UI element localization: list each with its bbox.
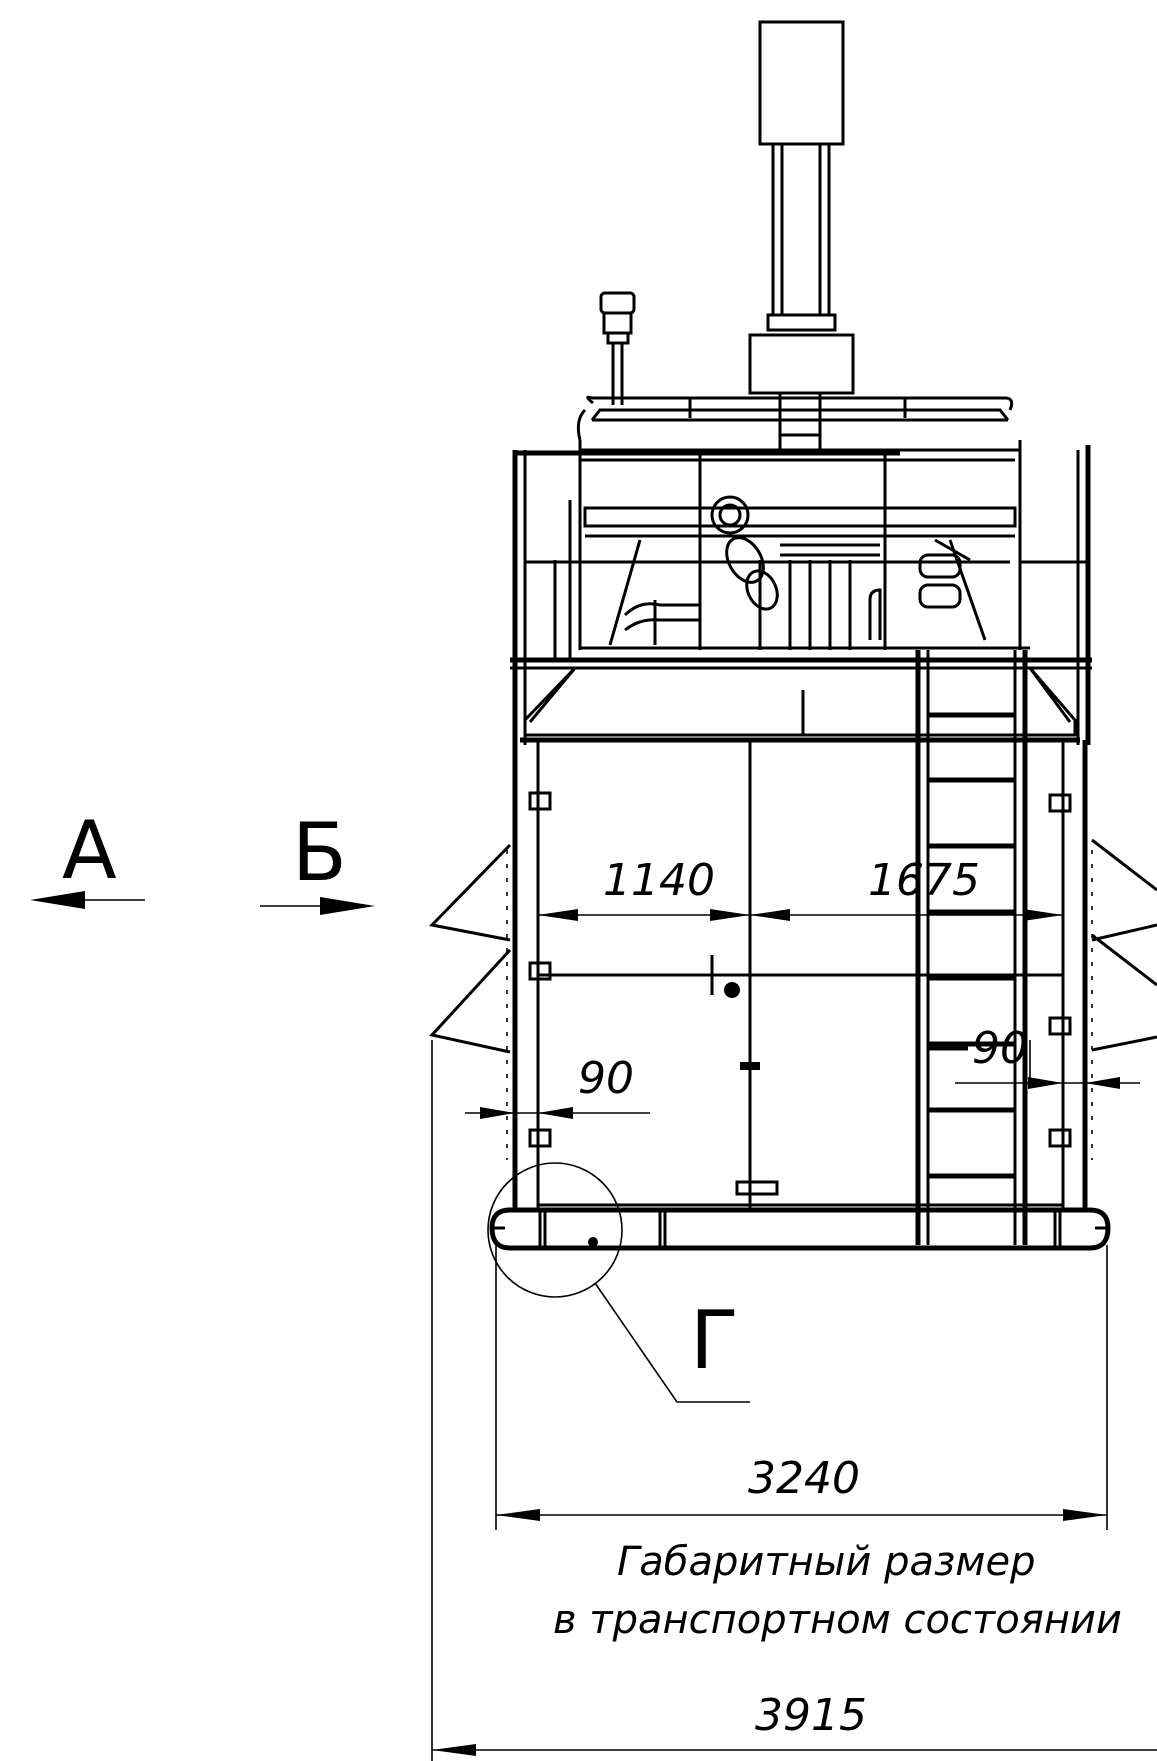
beacon-mast <box>599 291 636 405</box>
roof-canopy <box>520 666 1080 743</box>
dim-90-right: 90 <box>972 1023 1028 1074</box>
container-body <box>506 740 1093 1210</box>
view-arrow-b: Б <box>260 806 375 915</box>
guard-rail <box>510 445 1092 745</box>
detail-label-g: Г <box>690 1294 739 1387</box>
dimension-90-left: 90 <box>465 1053 650 1119</box>
view-label-a: А <box>62 804 117 897</box>
exhaust-stack <box>748 20 855 437</box>
ladder <box>915 650 1028 1245</box>
dimension-3240: 3240 <box>495 1245 1108 1530</box>
view-label-b: Б <box>292 806 347 899</box>
view-arrow-a: А <box>30 804 145 909</box>
dimension-1140-1675: 1140 1675 <box>538 855 1063 921</box>
dim-3240: 3240 <box>748 1453 860 1504</box>
dim-3915: 3915 <box>755 1690 867 1741</box>
dim-1675: 1675 <box>868 855 980 906</box>
skid-base <box>489 1207 1111 1251</box>
dim-90-left: 90 <box>578 1053 634 1104</box>
note-line-1: Габаритный размер <box>617 1539 1035 1585</box>
roof-equipment <box>576 395 1022 650</box>
transport-note: Габаритный размер в транспортном состоян… <box>553 1539 1122 1643</box>
dimension-3915: 3915 <box>431 1040 1157 1761</box>
dimension-90-right: 90 <box>955 1023 1140 1089</box>
dim-1140: 1140 <box>603 855 715 906</box>
note-line-2: в транспортном состоянии <box>553 1597 1122 1643</box>
detail-callout: Г <box>487 1162 750 1403</box>
side-outriggers <box>428 838 1157 1054</box>
